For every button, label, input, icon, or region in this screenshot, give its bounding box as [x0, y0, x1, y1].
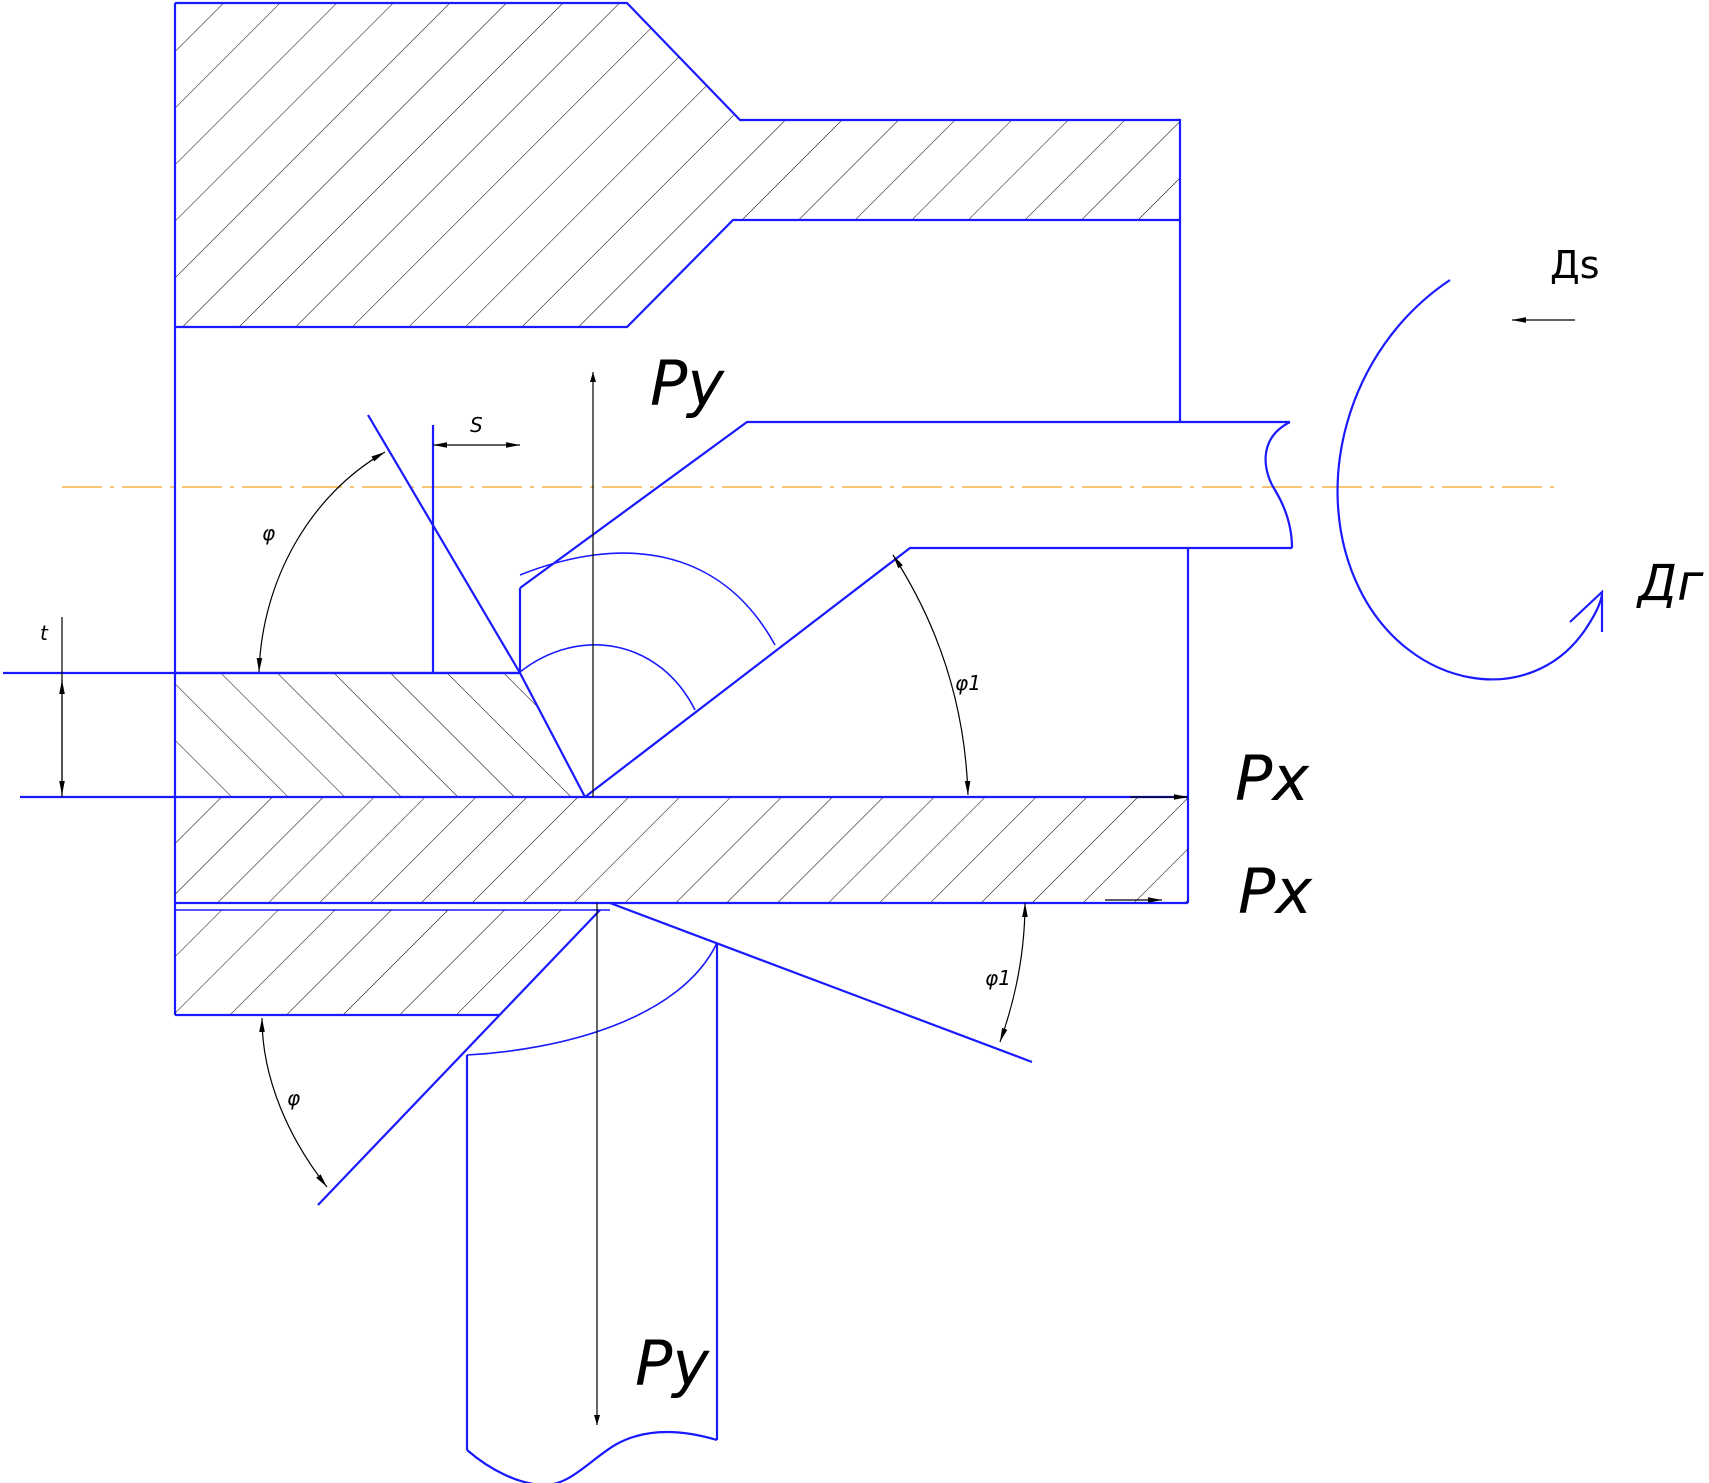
- label-ds: Дs: [1550, 243, 1600, 287]
- cut-layer-section: [175, 671, 586, 798]
- label-px-upper: Px: [1235, 742, 1310, 815]
- label-phi1-upper: φ1: [955, 671, 981, 695]
- dim-s: S: [433, 413, 520, 448]
- dim-t: t: [40, 617, 65, 797]
- upper-cutting-tool: [367, 414, 1294, 798]
- angle-phi-upper: φ: [256, 451, 386, 673]
- label-t: t: [40, 621, 49, 645]
- label-phi1-lower: φ1: [985, 966, 1011, 990]
- angle-phi1-lower: φ1: [985, 902, 1028, 1043]
- label-py-bottom: Py: [635, 1327, 710, 1400]
- workpiece-top-section: [175, 1, 1182, 329]
- label-phi-lower: φ: [287, 1086, 300, 1110]
- label-phi-upper: φ: [262, 521, 275, 545]
- label-px-lower: Px: [1238, 855, 1313, 928]
- label-s: S: [470, 413, 483, 437]
- label-py-top: Py: [650, 347, 725, 420]
- middle-strip-section: [20, 795, 1188, 911]
- angle-phi-lower: φ: [259, 1017, 328, 1188]
- lower-cutting-tool: [317, 901, 1033, 1483]
- angle-phi1-upper: φ1: [892, 554, 981, 796]
- lower-section: [175, 910, 610, 1017]
- label-dr: Дг: [1636, 554, 1704, 612]
- rotation-arrow: [1336, 279, 1604, 681]
- force-vectors: [590, 372, 1188, 1425]
